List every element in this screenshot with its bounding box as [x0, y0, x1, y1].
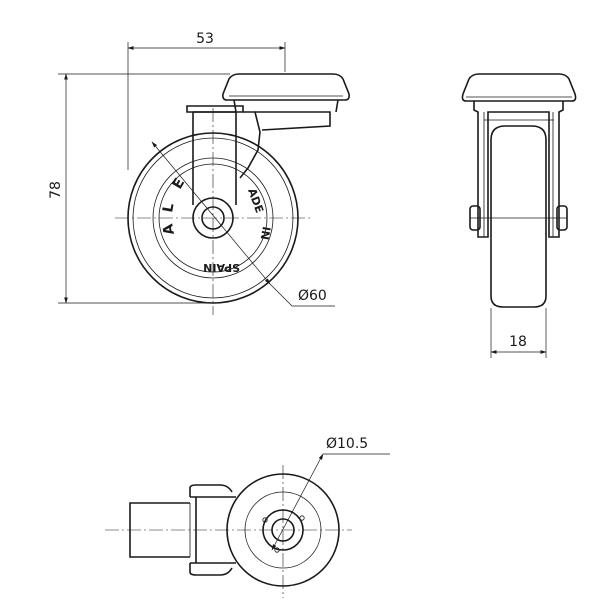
in-text: IN	[258, 225, 273, 240]
dim-53-label: 53	[196, 31, 214, 47]
dim-18-label: 18	[509, 334, 527, 350]
dim-105-leader	[271, 453, 324, 551]
swivel-head-base	[233, 99, 339, 113]
front-fork-outer	[473, 101, 564, 238]
fork-body	[192, 111, 237, 205]
dim-60-leader	[151, 141, 271, 285]
top-view: Ø10.5	[105, 436, 390, 598]
dim-78-label: 78	[48, 181, 64, 199]
brand-letter-1: A	[160, 222, 178, 236]
top-fork-upper	[189, 484, 233, 497]
dim-60-label: Ø60	[298, 288, 327, 304]
front-swivel-head	[461, 73, 577, 102]
fork-top-plate	[255, 111, 331, 131]
fork-cap	[186, 105, 244, 113]
dim-105-label: Ø10.5	[326, 436, 368, 452]
brand-letter-3: E	[170, 176, 189, 192]
top-fork-lower	[189, 563, 233, 576]
front-view: 18	[461, 73, 577, 358]
top-rivet-3	[299, 515, 305, 521]
side-view: A L E ADE IN SPAIN 53 78 Ø60	[48, 31, 350, 315]
wheel-brand-marking: A L E ADE IN SPAIN	[160, 176, 273, 274]
dim-60-shelf	[269, 283, 293, 307]
top-rivet-1	[262, 517, 268, 523]
spain-text: SPAIN	[203, 261, 240, 274]
brand-letter-2: L	[160, 202, 177, 214]
front-fork-inner	[483, 112, 554, 237]
swivel-head	[222, 73, 350, 101]
front-wheel	[490, 125, 547, 308]
made-text: ADE	[245, 187, 266, 215]
